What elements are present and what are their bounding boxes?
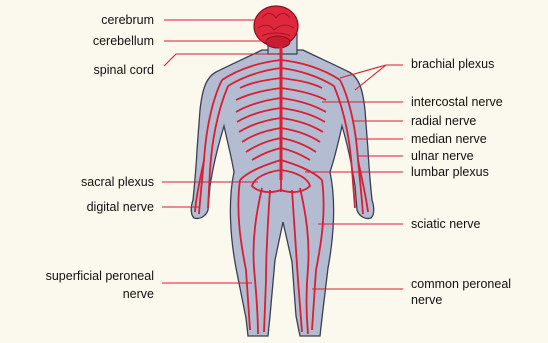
label-common-peroneal-line2: nerve bbox=[411, 294, 442, 307]
label-superficial-peroneal-line1: superficial peroneal bbox=[4, 270, 154, 283]
label-brachial-plexus: brachial plexus bbox=[411, 58, 494, 71]
label-ulnar-nerve: ulnar nerve bbox=[411, 150, 474, 163]
label-lumbar-plexus: lumbar plexus bbox=[411, 166, 489, 179]
label-superficial-peroneal-line2: nerve bbox=[4, 288, 154, 301]
label-cerebellum: cerebellum bbox=[40, 35, 154, 48]
label-sacral-plexus: sacral plexus bbox=[30, 176, 154, 189]
label-sciatic-nerve: sciatic nerve bbox=[411, 218, 480, 231]
label-intercostal-nerve: intercostal nerve bbox=[411, 96, 503, 109]
brain-cerebellum bbox=[266, 36, 290, 48]
label-radial-nerve: radial nerve bbox=[411, 115, 476, 128]
label-cerebrum: cerebrum bbox=[40, 14, 154, 27]
label-digital-nerve: digital nerve bbox=[30, 201, 154, 214]
label-spinal-cord: spinal cord bbox=[40, 64, 154, 77]
label-median-nerve: median nerve bbox=[411, 133, 487, 146]
leader-brachial-plexus bbox=[355, 65, 403, 90]
label-common-peroneal-line1: common peroneal bbox=[411, 278, 511, 291]
